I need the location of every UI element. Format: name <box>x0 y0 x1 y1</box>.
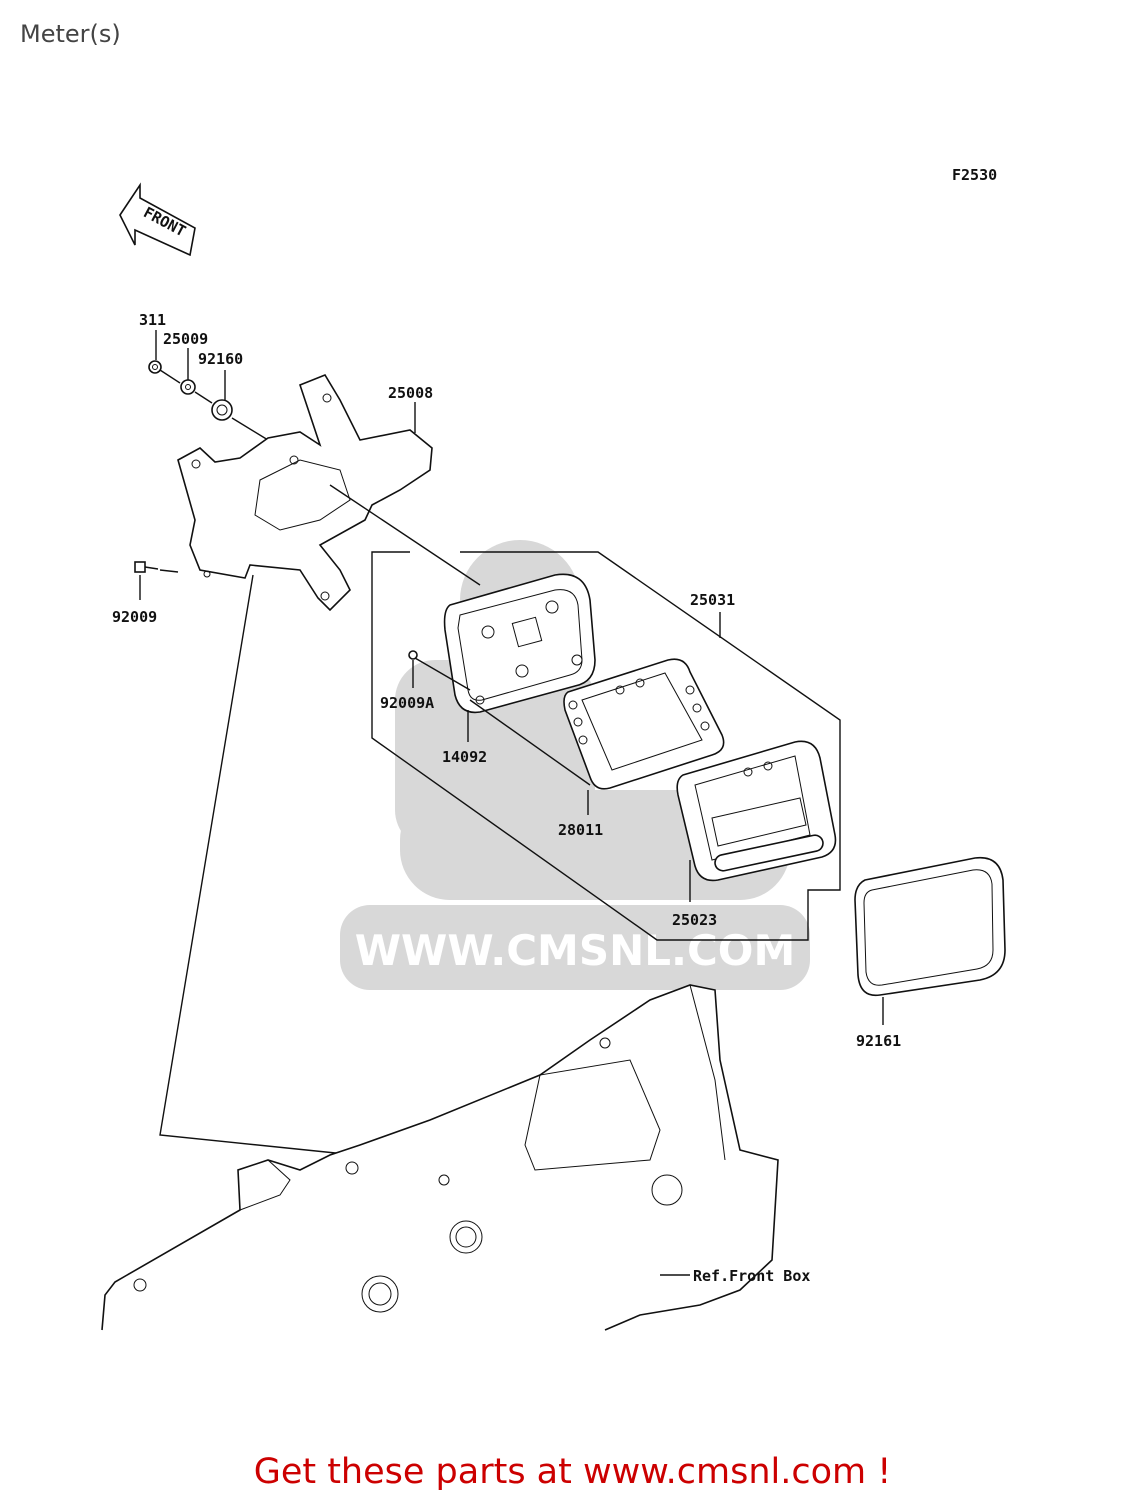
label-92009: 92009 <box>112 608 157 626</box>
bracket-25008 <box>177 374 433 612</box>
label-25023: 25023 <box>672 911 717 929</box>
grommet-92160-icon <box>211 399 233 421</box>
diagram-code: F2530 <box>952 166 997 184</box>
label-92160: 92160 <box>198 350 243 368</box>
gasket-92161 <box>854 856 1006 997</box>
footer-link[interactable]: Get these parts at www.cmsnl.com ! <box>253 1452 892 1492</box>
label-311: 311 <box>139 311 166 329</box>
label-25031: 25031 <box>690 591 735 609</box>
front-box-reference <box>101 984 779 1331</box>
label-92161: 92161 <box>856 1032 901 1050</box>
label-25008: 25008 <box>388 384 433 402</box>
label-92009a: 92009A <box>380 694 434 712</box>
label-14092: 14092 <box>442 748 487 766</box>
page-title: Meter(s) <box>20 20 121 48</box>
label-28011: 28011 <box>558 821 603 839</box>
assembly-25031-outline <box>371 551 841 941</box>
meter-housing-14092 <box>443 573 596 714</box>
front-arrow-icon: FRONT <box>119 182 196 257</box>
screw-92009a-icon <box>408 650 418 660</box>
watermark-text: WWW.CMSNL.COM <box>355 926 796 975</box>
screw-92009-icon <box>134 561 159 573</box>
label-25009: 25009 <box>163 330 208 348</box>
meter-bezel-28011 <box>563 658 725 790</box>
meter-25023 <box>676 740 837 882</box>
label-ref-front-box: Ref.Front Box <box>693 1267 810 1285</box>
washer-25009-icon <box>180 379 196 395</box>
nut-311-icon <box>148 360 162 374</box>
